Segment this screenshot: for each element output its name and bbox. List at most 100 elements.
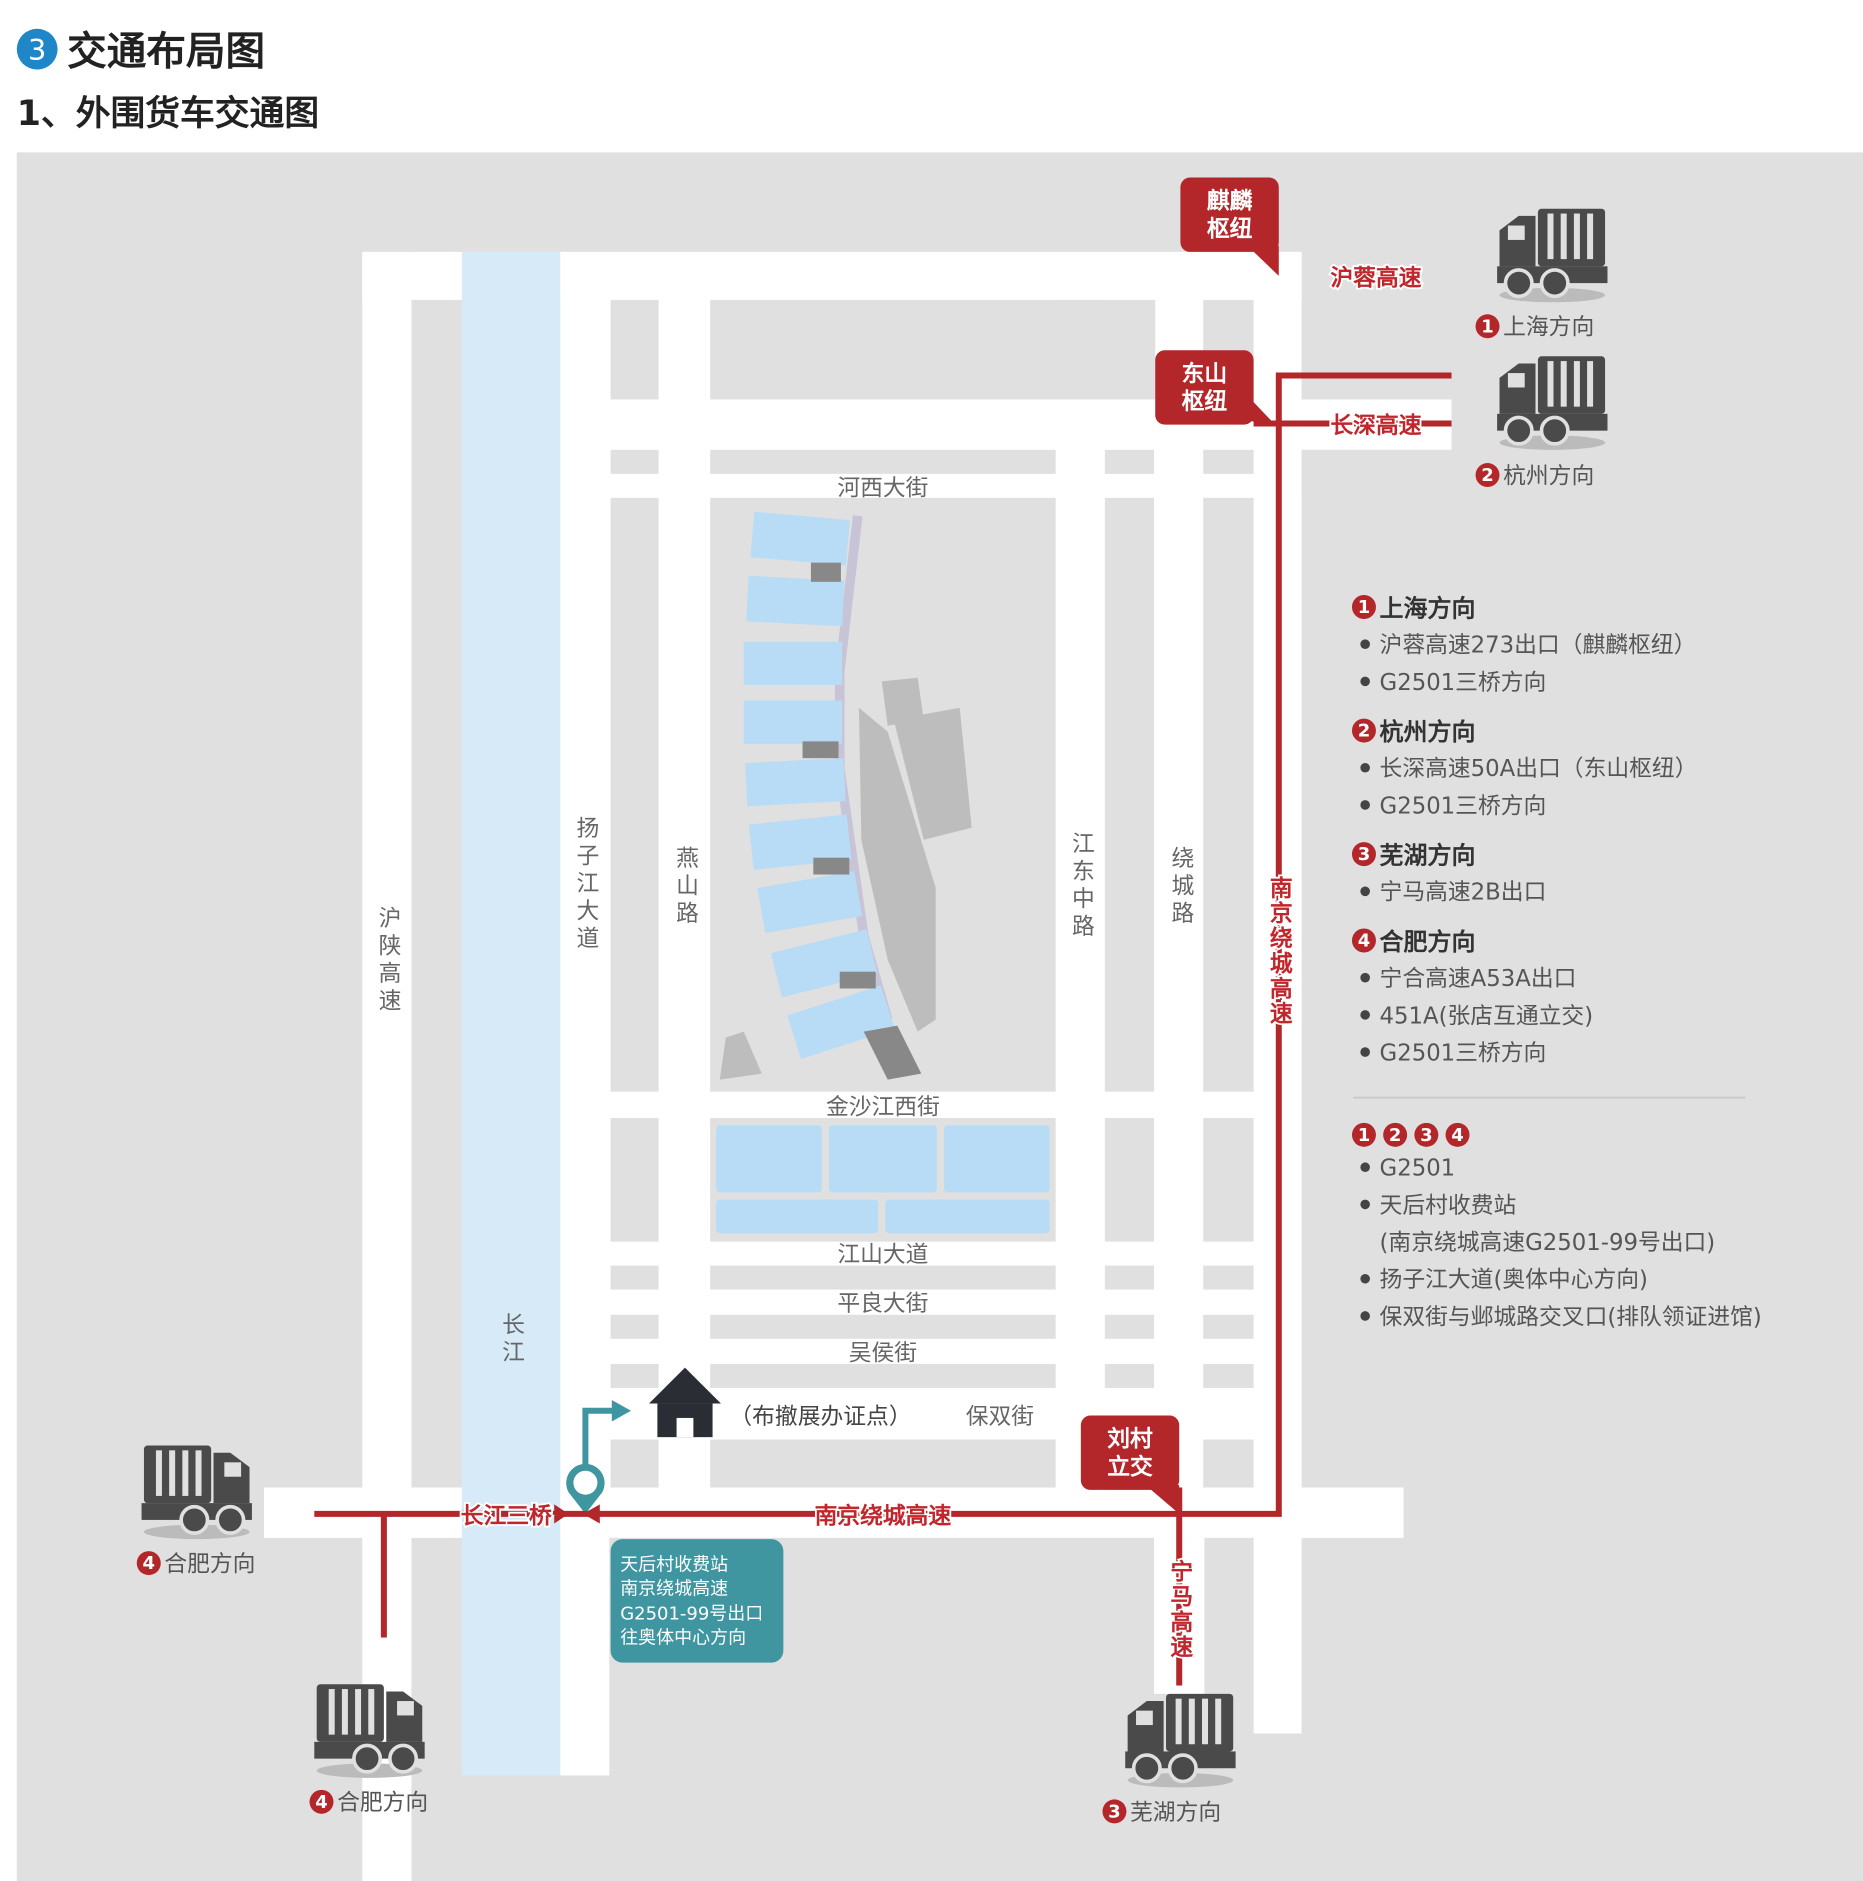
legend-group-title: 上海方向 (1380, 595, 1476, 623)
svg-text:合肥方向: 合肥方向 (164, 1551, 255, 1577)
callout-liucun: 刘村 立交 (1080, 1415, 1180, 1514)
number-badge (1351, 928, 1376, 953)
legend-item: (南京绕城高速G2501-99号出口) (1380, 1230, 1716, 1256)
number-badge (1351, 718, 1376, 743)
legend-item: 宁合高速A53A出口 (1380, 966, 1577, 992)
section-number-badge (16, 28, 58, 70)
bullet-icon (1360, 676, 1370, 687)
section-header: 3 交通布局图 1、外围货车交通图 (16, 28, 319, 134)
svg-text:上海方向: 上海方向 (1503, 315, 1594, 341)
arrow-icon (583, 1504, 600, 1524)
svg-text:G2501-99号出口: G2501-99号出口 (620, 1603, 763, 1624)
bullet-icon (1360, 1162, 1370, 1173)
number-badge-label: 1 (1358, 597, 1371, 618)
svg-text:2: 2 (1481, 465, 1494, 486)
page-subtitle: 1、外围货车交通图 (17, 93, 319, 134)
svg-text:刘村: 刘村 (1107, 1426, 1153, 1453)
legend-item: G2501三桥方向 (1380, 793, 1547, 819)
legend-item: G2501三桥方向 (1380, 1040, 1547, 1066)
legend-item: 扬子江大道(奥体中心方向) (1380, 1267, 1648, 1293)
number-badge-label: 3 (1358, 844, 1371, 865)
bullet-icon (1360, 1047, 1370, 1057)
road-label-hexi: 河西大街 (837, 475, 928, 501)
bullet-icon (1360, 972, 1370, 983)
bullet-icon (1360, 1311, 1370, 1321)
svg-text:合肥方向: 合肥方向 (337, 1790, 428, 1816)
office-label: （布撤展办证点） (729, 1404, 911, 1430)
legend-item: 宁马高速2B出口 (1380, 880, 1547, 906)
number-badge (1383, 1122, 1408, 1147)
svg-text:枢纽: 枢纽 (1182, 388, 1228, 415)
road-label-pingliang: 平良大街 (837, 1291, 928, 1317)
legend-item: 保双街与邺城路交叉口(排队领证进馆) (1380, 1304, 1762, 1330)
bullet-icon (1360, 886, 1370, 897)
legend-item: 451A(张店互通立交) (1380, 1003, 1594, 1029)
highway-label-nanjing-ring: 南京绕城高速 (815, 1503, 952, 1530)
highway-label-hurong: 沪蓉高速 (1330, 265, 1421, 292)
truck-hefei-south: 4 合肥方向 (309, 1682, 428, 1816)
svg-text:枢纽: 枢纽 (1207, 215, 1253, 242)
svg-text:1: 1 (1481, 316, 1494, 337)
toll-station-box: 天后村收费站 南京绕城高速 G2501-99号出口 往奥体中心方向 (610, 1539, 784, 1663)
legend-group-title: 杭州方向 (1380, 718, 1476, 746)
house-icon (648, 1367, 721, 1438)
legend-item: G2501 (1380, 1156, 1456, 1182)
truck-wuhu: 3 芜湖方向 (1102, 1692, 1238, 1826)
svg-text:芜湖方向: 芜湖方向 (1130, 1800, 1221, 1826)
number-badge-label: 4 (1358, 930, 1371, 951)
road-label-jiangshan: 江山大道 (837, 1242, 928, 1268)
number-badge (1351, 842, 1376, 867)
legend-group-title: 合肥方向 (1380, 928, 1476, 956)
svg-text:3: 3 (1108, 1801, 1121, 1822)
section-number: 3 (28, 33, 46, 67)
truck-hangzhou: 2 杭州方向 (1475, 354, 1610, 489)
yangtze-river (461, 251, 561, 1776)
svg-text:杭州方向: 杭州方向 (1503, 463, 1594, 489)
road-label-baoshuang: 保双街 (966, 1404, 1034, 1430)
svg-text:4: 4 (315, 1792, 328, 1813)
bullet-icon (1360, 1273, 1370, 1284)
location-pin-icon (566, 1463, 605, 1514)
svg-text:4: 4 (142, 1553, 155, 1574)
legend-group-title: 芜湖方向 (1380, 842, 1476, 870)
legend-item: G2501三桥方向 (1380, 670, 1547, 696)
river-label-changjiang: 长江 (498, 1312, 524, 1367)
road-label-yangzijiang: 扬子江大道 (572, 816, 598, 954)
highway-label-changshen: 长深高速 (1330, 412, 1421, 439)
road-label-jiangdong: 江东中路 (1068, 831, 1094, 941)
number-badge (1351, 1122, 1376, 1147)
number-badge-label: 4 (1451, 1125, 1464, 1146)
callout-dongshan: 东山 枢纽 (1155, 350, 1274, 425)
bullet-icon (1360, 762, 1370, 773)
truck-hefei-west: 4 合肥方向 (136, 1443, 255, 1577)
legend-item: 天后村收费站 (1380, 1193, 1517, 1219)
page-title: 交通布局图 (67, 29, 265, 75)
number-badge (1414, 1122, 1439, 1147)
road-label-hushan: 沪陕高速 (374, 906, 400, 1016)
bullet-icon (1360, 800, 1370, 810)
svg-text:往奥体中心方向: 往奥体中心方向 (620, 1627, 746, 1648)
svg-text:天后村收费站: 天后村收费站 (620, 1554, 728, 1575)
highway-routes (314, 372, 1452, 1686)
road-label-raocheng: 绕城路 (1167, 846, 1193, 929)
svg-text:立交: 立交 (1107, 1453, 1153, 1480)
highway-label-ring-vertical: 南京绕城高速 (1266, 876, 1292, 1027)
legend-item: 沪蓉高速273出口（麒麟枢纽） (1380, 633, 1697, 659)
road-label-jinshajiang: 金沙江西街 (826, 1094, 940, 1120)
bullet-icon (1360, 639, 1370, 649)
svg-text:麒麟: 麒麟 (1207, 188, 1253, 215)
number-badge-label: 1 (1358, 1125, 1371, 1146)
number-badge (1445, 1122, 1470, 1147)
bullet-icon (1360, 1199, 1370, 1210)
number-badge-label: 2 (1358, 721, 1371, 742)
bullet-icon (1360, 1010, 1370, 1020)
road-label-yanshan: 燕山路 (672, 846, 698, 929)
highway-label-sanqiao: 长江三桥 (461, 1503, 552, 1530)
arrow-icon (554, 1504, 569, 1524)
truck-shanghai: 1 上海方向 (1475, 206, 1610, 341)
road-label-wuhou: 吴侯街 (849, 1340, 917, 1366)
number-badge-label: 3 (1420, 1125, 1433, 1146)
route-arrow-icon (582, 1399, 631, 1470)
